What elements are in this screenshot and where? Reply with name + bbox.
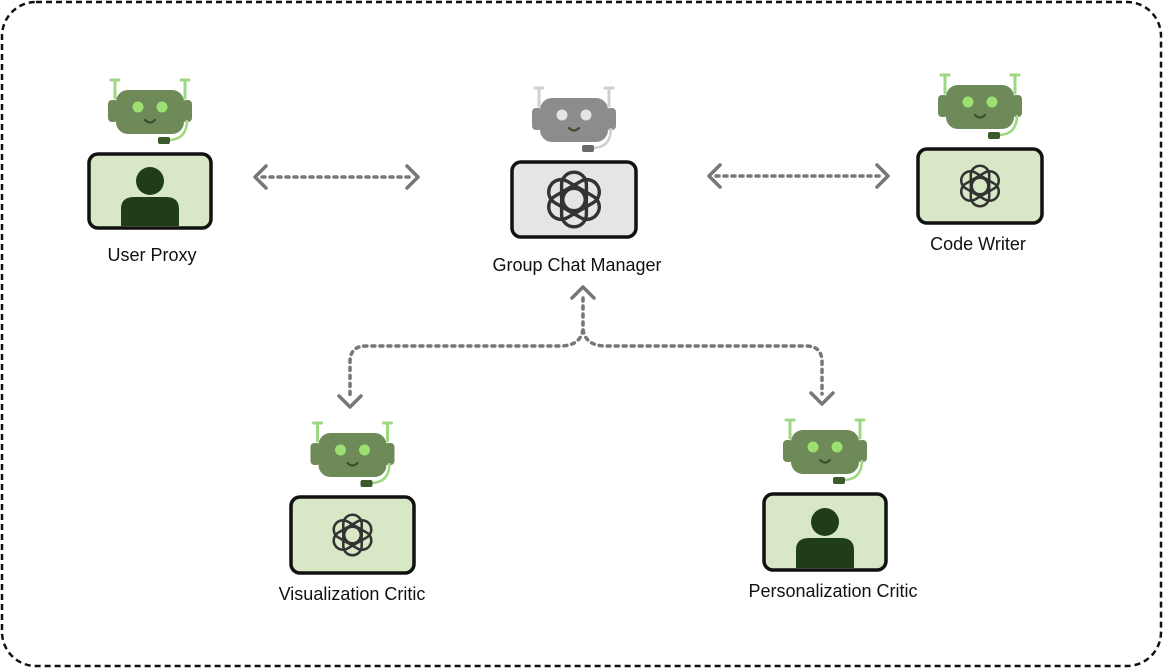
agent-label: Group Chat Manager: [492, 255, 661, 275]
robot-icon: [310, 421, 395, 487]
person-icon: [121, 167, 179, 226]
robot-icon: [783, 418, 867, 484]
agent-label: Code Writer: [930, 234, 1026, 254]
agent-screen: [916, 147, 1044, 225]
arrowhead-up-icon: [570, 285, 596, 300]
agent-label: User Proxy: [107, 245, 196, 265]
arrowhead-down-icon: [337, 394, 363, 409]
agent-screen: [289, 495, 416, 575]
arrowhead-right-icon: [405, 164, 420, 190]
connector-branch-visualization-critic: [348, 328, 585, 400]
robot-icon: [938, 73, 1022, 139]
robot-icon: [108, 78, 192, 144]
agent-node-group-chat-manager: Group Chat Manager: [492, 86, 662, 275]
arrowhead-right-icon: [875, 163, 890, 189]
agent-node-code-writer: Code Writer: [916, 73, 1044, 254]
person-icon: [796, 508, 854, 568]
robot-icon: [532, 86, 616, 152]
connector-branch-personalization-critic: [581, 328, 824, 396]
arrowhead-left-icon: [253, 164, 268, 190]
agent-node-visualization-critic: Visualization Critic: [279, 421, 426, 604]
agent-screen: [510, 160, 638, 239]
agent-node-personalization-critic: Personalization Critic: [748, 418, 918, 601]
arrowhead-down-icon: [809, 391, 835, 406]
connectors: [253, 163, 890, 409]
agent-label: Personalization Critic: [748, 581, 917, 601]
agent-label: Visualization Critic: [279, 584, 426, 604]
arrowhead-left-icon: [707, 163, 722, 189]
agent-node-user-proxy: User Proxy: [87, 78, 213, 265]
